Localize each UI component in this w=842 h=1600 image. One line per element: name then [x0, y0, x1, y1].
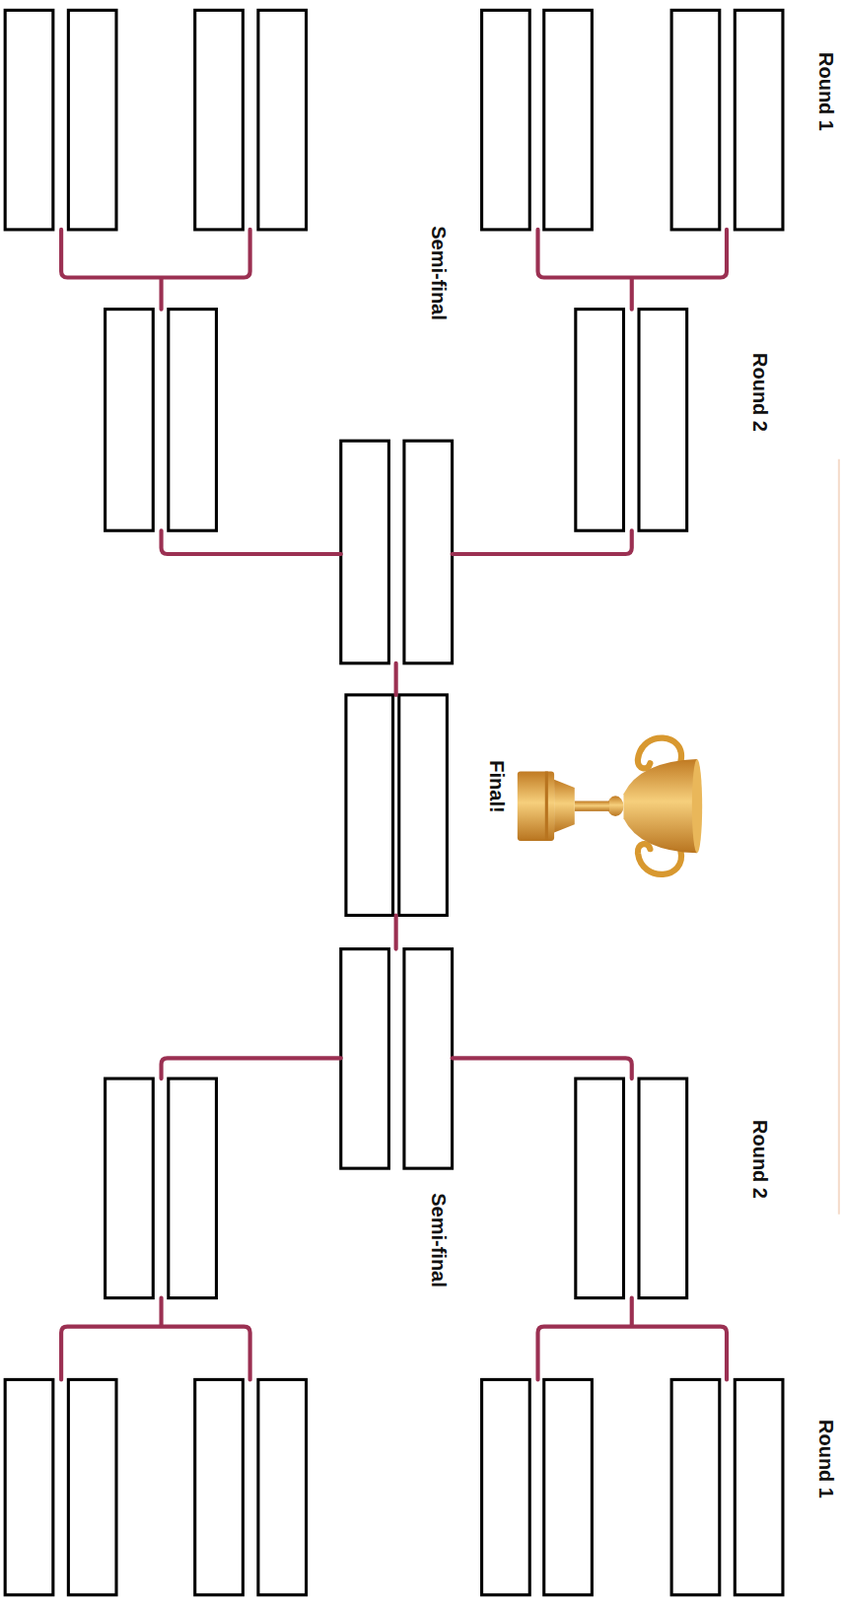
slot-box: [4, 1379, 54, 1595]
slot-box: [168, 309, 217, 532]
bracket-line: [452, 1057, 632, 1079]
slot-box: [671, 1379, 720, 1595]
slot-box: [341, 949, 390, 1170]
round-label: Semi-final: [426, 225, 451, 321]
slot-box: [105, 309, 154, 532]
trophy-icon: [517, 738, 702, 875]
bracket-line: [61, 229, 251, 310]
round-label: Round 2: [748, 352, 772, 432]
bracket-line: [538, 1298, 728, 1381]
slot-box: [4, 9, 54, 230]
bracket-line: [538, 229, 728, 310]
round-label: Round 1: [814, 1419, 839, 1499]
slot-box: [671, 9, 720, 230]
slot-box: [482, 9, 531, 230]
round-label: Final!: [484, 760, 508, 813]
round-label: Round 2: [748, 1120, 772, 1199]
bracket-line: [394, 663, 399, 950]
slot-box: [544, 1379, 593, 1595]
bracket-line: [61, 1298, 251, 1381]
bracket-line: [452, 530, 632, 555]
slot-box: [404, 440, 453, 664]
slot-box: [105, 1078, 154, 1299]
divider-line: [838, 459, 841, 1215]
slot-box: [258, 9, 307, 230]
round-label: Round 1: [814, 52, 839, 132]
slot-box: [346, 695, 394, 916]
slot-box: [68, 9, 117, 230]
slot-box: [544, 9, 593, 230]
slot-box: [482, 1379, 531, 1595]
slot-box: [734, 9, 783, 230]
slot-box: [258, 1379, 307, 1595]
slot-box: [575, 1078, 625, 1299]
slot-box: [68, 1379, 117, 1595]
bracket-line: [161, 530, 342, 555]
slot-box: [168, 1078, 217, 1299]
slot-box: [638, 309, 688, 532]
slot-box: [638, 1078, 688, 1299]
bracket-line: [161, 1057, 342, 1079]
slot-box: [341, 440, 390, 664]
slot-box: [195, 9, 244, 230]
round-label: Semi-final: [426, 1192, 451, 1288]
slot-box: [575, 309, 625, 532]
slot-box: [404, 949, 453, 1170]
slot-box: [734, 1379, 783, 1595]
slot-box: [195, 1379, 244, 1595]
slot-box: [399, 695, 448, 916]
